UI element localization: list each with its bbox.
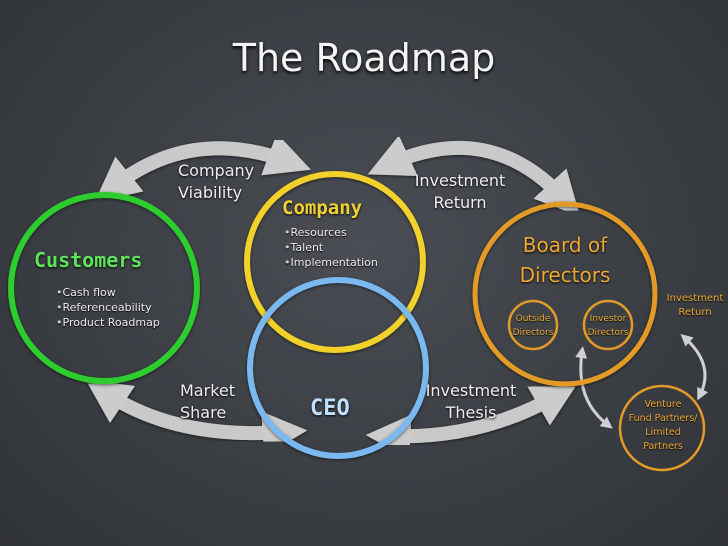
board-title: Board of Directors: [519, 233, 611, 287]
arrow-investor-venture: [575, 346, 613, 429]
investor-directors-circle: [582, 299, 634, 351]
list-item: Implementation: [284, 255, 378, 270]
customers-circle: [8, 192, 200, 384]
company-title: Company: [282, 197, 363, 219]
investment-return-side-label: Investment Return: [666, 293, 724, 318]
company-bullets: Resources Talent Implementation: [284, 225, 378, 270]
investment-return-label: Investment Return: [414, 171, 506, 212]
arrow-customers-company: [94, 133, 312, 203]
outside-directors-circle: [507, 299, 559, 351]
arrow-ceo-board: [365, 383, 578, 460]
list-item: Cash flow: [56, 285, 160, 300]
list-item: Product Roadmap: [56, 315, 160, 330]
arrow-customers-ceo: [85, 379, 308, 456]
list-item: Referenceability: [56, 300, 160, 315]
venture-circle: [618, 384, 706, 472]
outside-directors-label: Outside Directors: [512, 314, 554, 338]
ceo-title: CEO: [310, 396, 350, 421]
list-item: Resources: [284, 225, 378, 240]
company-circle: [244, 171, 426, 353]
board-circle: [472, 201, 658, 387]
arrow-venture-return: [680, 333, 709, 401]
venture-partners-label: Venture Fund Partners/ Limited Partners: [628, 399, 698, 452]
arrow-company-board: [367, 135, 581, 217]
investment-thesis-label: Investment Thesis: [425, 381, 517, 422]
investor-directors-label: Investor Directors: [587, 314, 629, 338]
customers-bullets: Cash flow Referenceability Product Roadm…: [56, 285, 160, 330]
market-share-label: Market Share: [180, 381, 235, 422]
ceo-circle: [247, 277, 429, 459]
page-title: The Roadmap: [232, 36, 496, 80]
company-viability-label: Company Viability: [178, 161, 255, 202]
list-item: Talent: [284, 240, 378, 255]
customers-title: Customers: [34, 248, 143, 272]
